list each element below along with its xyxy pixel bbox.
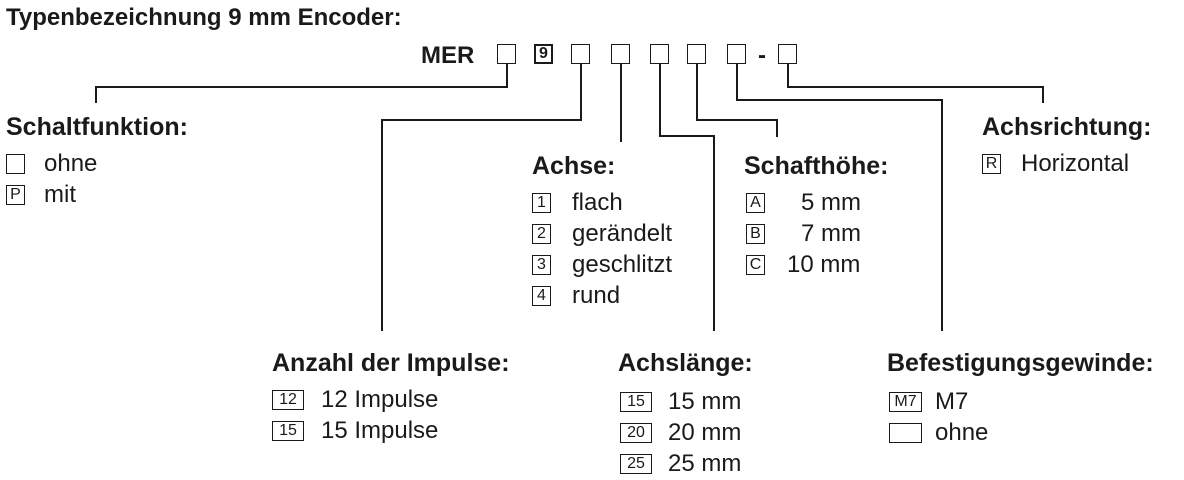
option-code-box: P [6,185,25,205]
code-slot-impulse [571,44,590,64]
option-code-box [889,423,922,443]
connector-achslaenge [659,64,715,331]
heading-achse: Achse: [532,152,616,180]
option-code-box: 25 [620,454,652,474]
option-label: 20 mm [668,419,742,446]
option-code-box: R [982,154,1001,174]
option-code-box: 2 [532,224,551,244]
option-code-box: 15 [620,392,652,412]
option-label: 5 mm [801,189,861,216]
option-code-box: 15 [272,421,304,441]
page-title: Typenbezeichnung 9 mm Encoder: [6,4,402,31]
code-slot-befestigung [727,44,746,64]
heading-befestigung: Befestigungsgewinde: [887,349,1154,377]
option-label: ohne [44,150,98,177]
option-label: M7 [935,388,969,415]
option-code-box [6,154,25,174]
option-label: gerändelt [572,220,673,247]
option-code-box: 3 [532,255,551,275]
code-prefix: MER [421,42,475,69]
option-label: 15 mm [668,388,742,415]
code-slot-schaltfunktion [497,44,516,64]
option-code-box: A [746,193,765,213]
code-slot-achsrichtung [778,44,797,64]
option-code-box: 4 [532,286,551,306]
code-slot-fixed-digit: 9 [534,44,553,64]
heading-achsrichtung: Achsrichtung: [982,113,1152,141]
option-code-box: C [746,255,765,275]
heading-achslaenge: Achslänge: [618,349,753,377]
option-label: 25 mm [668,450,742,477]
code-slot-schafthoehe [687,44,706,64]
option-label: geschlitzt [572,251,673,278]
code-slot-achslaenge [650,44,669,64]
option-label: flach [572,189,623,216]
option-label: Horizontal [1021,150,1130,177]
connector-schafthoehe [696,64,778,137]
option-code-box: B [746,224,765,244]
option-label: 7 mm [801,220,861,247]
code-slot-achse [611,44,630,64]
option-code-box: 12 [272,390,304,410]
option-code-box: M7 [889,392,922,412]
option-label: rund [572,282,621,309]
option-label: ohne [935,419,989,446]
heading-schafthoehe: Schafthöhe: [744,152,889,180]
option-label: 12 Impulse [321,386,439,413]
option-code-box: 20 [620,423,652,443]
connector-achsrichtung [787,64,1044,103]
option-label: mit [44,181,76,208]
code-separator: - [758,42,766,69]
heading-schaltfunktion: Schaltfunktion: [6,113,188,141]
option-label: 15 Impulse [321,417,439,444]
connector-schaltfunktion [95,64,508,103]
heading-impulse: Anzahl der Impulse: [272,349,510,377]
connector-impulse [381,64,582,331]
connector-befestigung [736,64,943,331]
option-code-box: 1 [532,193,551,213]
option-label: 10 mm [787,251,861,278]
